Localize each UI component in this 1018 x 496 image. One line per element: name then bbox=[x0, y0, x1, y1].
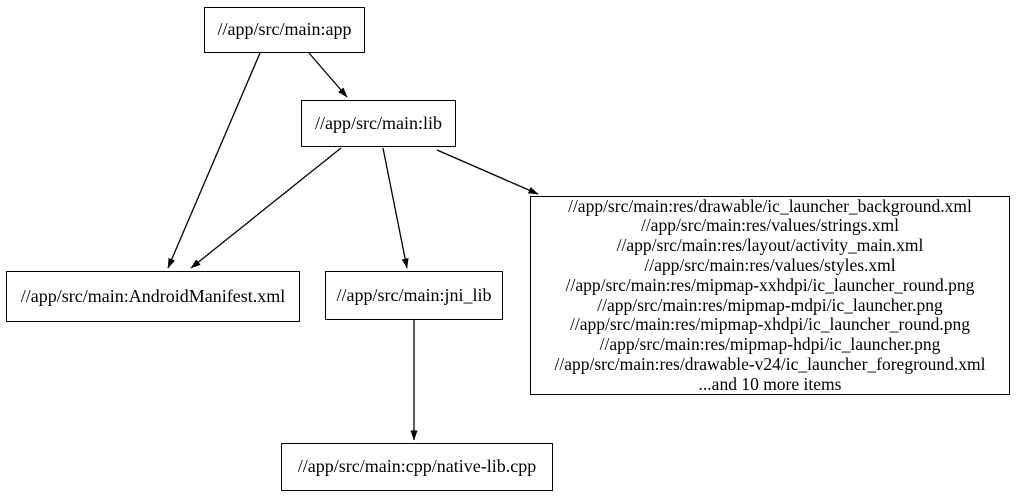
resource-file-item: //app/src/main:res/mipmap-xhdpi/ic_launc… bbox=[570, 314, 970, 335]
resource-file-item: //app/src/main:res/mipmap-hdpi/ic_launch… bbox=[599, 334, 941, 355]
node-jni-lib-label: //app/src/main:jni_lib bbox=[336, 284, 492, 305]
node-resource-files-group: //app/src/main:res/drawable/ic_launcher_… bbox=[530, 196, 1010, 395]
resource-files-more-items: ...and 10 more items bbox=[698, 373, 842, 394]
resource-file-item: //app/src/main:res/drawable/ic_launcher_… bbox=[568, 195, 972, 216]
node-lib: //app/src/main:lib bbox=[301, 100, 456, 147]
edge-app-to-lib bbox=[308, 52, 348, 98]
node-app: //app/src/main:app bbox=[204, 7, 365, 53]
resource-file-item: //app/src/main:res/drawable-v24/ic_launc… bbox=[554, 353, 986, 374]
node-native-lib-cpp-label: //app/src/main:cpp/native-lib.cpp bbox=[297, 456, 537, 477]
edge-lib-to-res-group bbox=[436, 149, 539, 195]
edge-lib-to-manifest bbox=[190, 147, 342, 269]
node-lib-label: //app/src/main:lib bbox=[315, 112, 442, 133]
resource-file-item: //app/src/main:res/mipmap-xxhdpi/ic_laun… bbox=[565, 274, 975, 295]
resource-file-item: //app/src/main:res/values/strings.xml bbox=[640, 215, 900, 236]
node-android-manifest: //app/src/main:AndroidManifest.xml bbox=[6, 271, 300, 322]
node-native-lib-cpp: //app/src/main:cpp/native-lib.cpp bbox=[281, 443, 553, 491]
node-app-label: //app/src/main:app bbox=[217, 19, 352, 40]
resource-file-item: //app/src/main:res/layout/activity_main.… bbox=[616, 235, 924, 256]
edge-app-to-manifest bbox=[167, 52, 261, 269]
node-android-manifest-label: //app/src/main:AndroidManifest.xml bbox=[20, 285, 286, 306]
resource-file-item: //app/src/main:res/values/styles.xml bbox=[644, 254, 896, 275]
node-jni-lib: //app/src/main:jni_lib bbox=[325, 271, 503, 320]
edge-lib-to-jni-lib bbox=[382, 147, 409, 269]
resource-file-item: //app/src/main:res/mipmap-mdpi/ic_launch… bbox=[597, 294, 943, 315]
